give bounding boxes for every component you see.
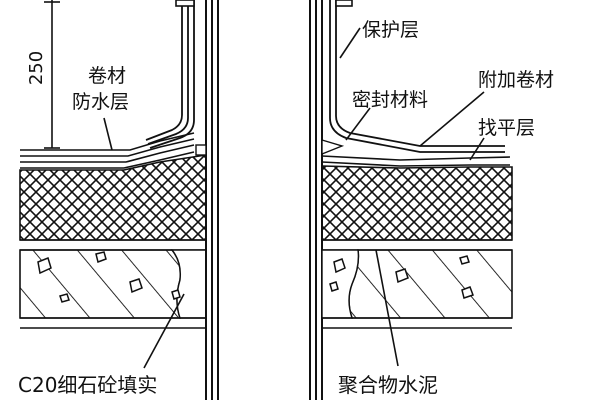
right-separation-band: [322, 239, 512, 251]
left-separation-band: [20, 239, 206, 251]
leader-leveling-layer: [469, 137, 485, 161]
label-fine-aggregate-fill: C20细石砼填实: [18, 373, 157, 397]
right-polymer-fill: [321, 249, 360, 319]
label-membrane-line1: 卷材: [88, 65, 126, 87]
left-detail: 250 卷材 防水层 C20细石砼填实: [18, 0, 219, 400]
right-pipe: [309, 0, 323, 400]
leader-fine-aggregate: [143, 293, 185, 369]
right-leveling-layers: [321, 155, 511, 167]
label-polymer-cement: 聚合物水泥: [338, 373, 438, 397]
label-protective-layer: 保护层: [362, 19, 419, 41]
leader-protective-layer: [339, 27, 361, 59]
leader-membrane: [103, 117, 113, 151]
label-additional-membrane: 附加卷材: [478, 69, 554, 91]
label-membrane-line2: 防水层: [72, 91, 129, 113]
label-sealing-material: 密封材料: [352, 89, 428, 111]
right-seal-wedge: [321, 139, 345, 156]
left-aggregate-chips: [37, 251, 181, 303]
leader-polymer-cement: [375, 249, 399, 367]
left-seal-block: [195, 144, 207, 156]
dimension-line-250: [44, 0, 60, 149]
left-membrane-layers: [20, 132, 195, 169]
left-pipe: [205, 0, 219, 400]
right-upturned-membrane: [329, 0, 505, 153]
right-structural-slab: [348, 249, 513, 319]
left-upturned-membrane: [145, 0, 195, 149]
left-top-clamp: [175, 0, 195, 7]
right-top-clamp: [335, 0, 353, 7]
label-leveling-layer: 找平层: [478, 117, 535, 139]
dimension-label: 250: [26, 51, 47, 85]
right-insulation-layer: [321, 165, 513, 241]
right-aggregate-chips: [329, 255, 474, 299]
right-detail: 保护层 附加卷材 密封材料 找平层 聚合物水泥: [309, 0, 554, 400]
leader-sealing-material: [345, 107, 371, 141]
leader-additional-membrane: [419, 91, 485, 147]
